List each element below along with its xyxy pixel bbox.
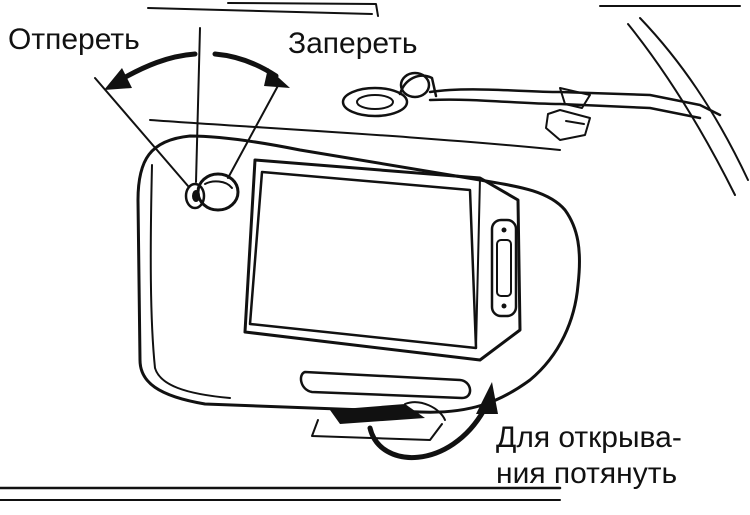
arrow-left-curved-icon [104,51,198,90]
ceiling-trim [149,119,561,151]
mirror-lamp [490,218,518,318]
pull-label-line-1: Для открыва- [496,421,682,454]
windshield-pillar [627,17,749,196]
lock-label: Запереть [288,27,418,60]
visor-hinge-rod [428,87,722,141]
knob-leader-lines [94,27,281,187]
visor-inner-edge [149,164,231,399]
pull-to-open-label: Для открыва- ния потянуть [496,420,682,492]
arrow-curved-up-icon [367,382,498,460]
visor-clip [341,71,438,118]
vanity-mirror [243,158,522,362]
pull-label-line-2: ния потянуть [496,457,678,490]
unlock-label: Отпереть [8,23,140,56]
pull-handle [299,370,472,441]
headliner-lines [147,2,741,17]
dashboard-lines [0,486,562,501]
lock-knob [184,172,240,212]
arrow-right-curved-icon [212,51,290,88]
